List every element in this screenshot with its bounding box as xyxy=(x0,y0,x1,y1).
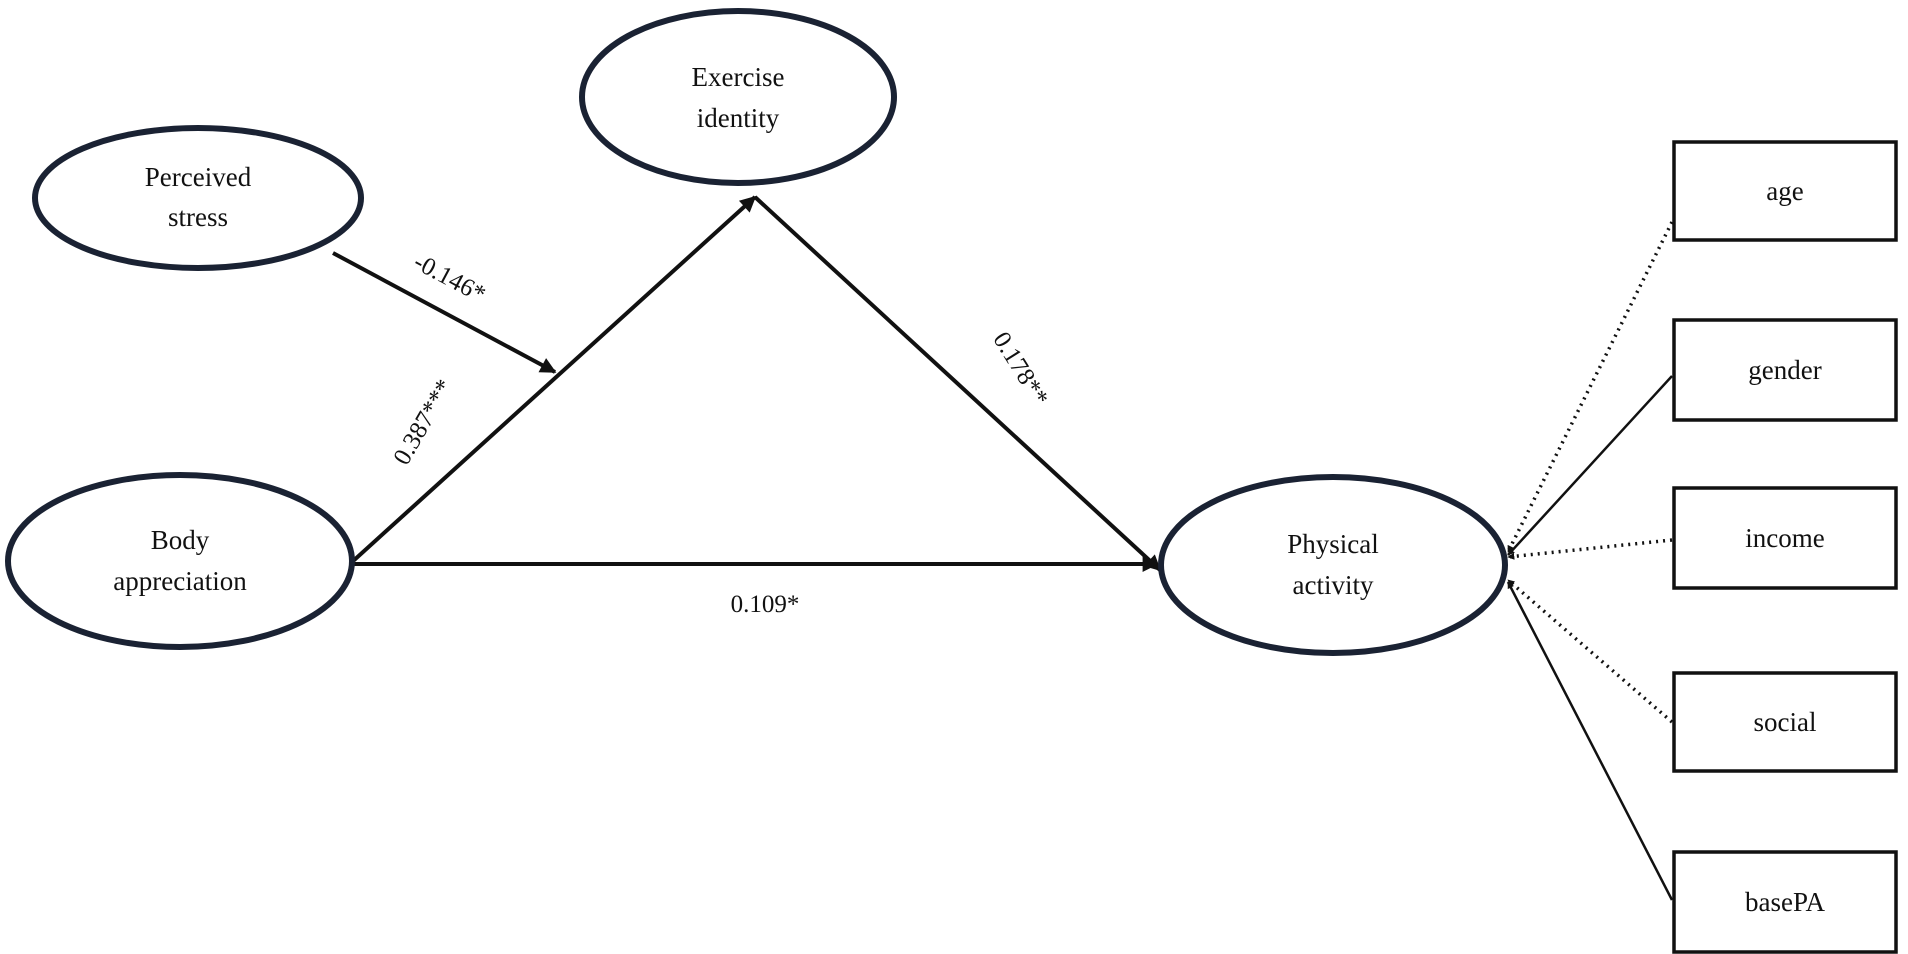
covariate-line-social xyxy=(1506,578,1674,724)
node-perceived-stress-line1: Perceived xyxy=(145,162,252,192)
covariate-age: age xyxy=(1672,140,1898,242)
covariate-gender: gender xyxy=(1672,318,1898,422)
covariate-income: income xyxy=(1672,486,1898,590)
covariate-line-basepa xyxy=(1506,581,1674,901)
path-stress-moderation xyxy=(332,251,557,374)
path-identity-to-activity xyxy=(753,195,1162,572)
label-body-to-identity: 0.387*** xyxy=(388,375,458,470)
covariate-income-label: income xyxy=(1745,523,1824,553)
node-physical-activity: Physical activity xyxy=(1158,474,1508,656)
label-body-to-activity: 0.109* xyxy=(731,591,800,618)
covariate-line-income xyxy=(1507,538,1673,560)
covariate-line-age xyxy=(1506,221,1674,553)
covariate-social: social xyxy=(1672,671,1898,773)
node-perceived-stress-line2: stress xyxy=(168,202,228,232)
path-body-to-identity xyxy=(350,195,757,564)
node-body-appreciation-line2: appreciation xyxy=(113,566,247,596)
covariate-age-label: age xyxy=(1766,176,1803,206)
node-exercise-identity-line1: Exercise xyxy=(692,62,785,92)
node-exercise-identity: Exercise identity xyxy=(579,8,897,186)
covariate-basepa-label: basePA xyxy=(1745,887,1826,917)
node-perceived-stress: Perceived stress xyxy=(32,125,364,271)
covariate-gender-label: gender xyxy=(1748,355,1821,385)
covariate-basepa: basePA xyxy=(1672,850,1898,954)
node-physical-activity-line2: activity xyxy=(1293,570,1374,600)
node-exercise-identity-line2: identity xyxy=(697,103,780,133)
covariate-social-label: social xyxy=(1754,707,1817,737)
node-body-appreciation-line1: Body xyxy=(151,525,210,555)
node-body-appreciation: Body appreciation xyxy=(5,472,355,650)
node-physical-activity-line1: Physical xyxy=(1287,529,1379,559)
covariate-line-gender xyxy=(1507,375,1673,556)
label-identity-to-activity: 0.178** xyxy=(987,327,1053,410)
